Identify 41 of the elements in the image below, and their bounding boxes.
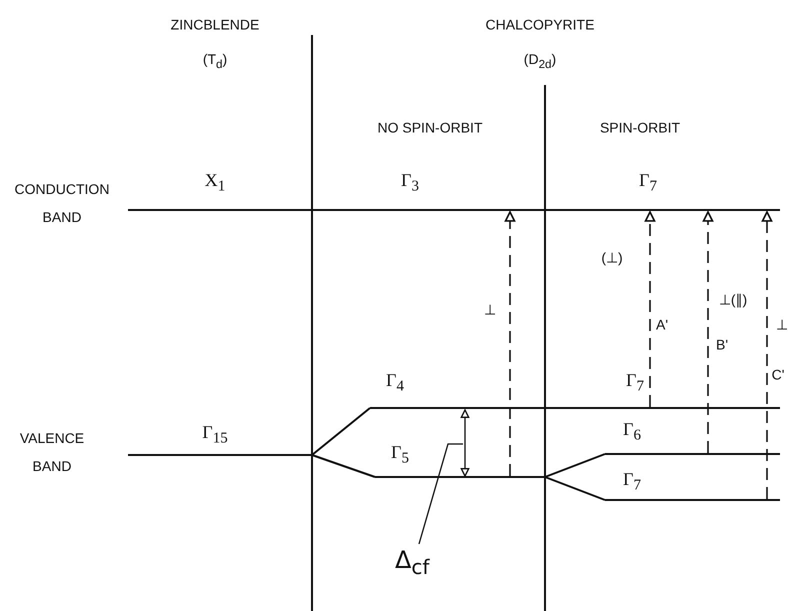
edge-label: C' [772, 367, 784, 383]
leader-line [418, 443, 463, 544]
transition-arrow [702, 211, 714, 453]
transition-arrow [504, 211, 516, 476]
symmetry-label: Γ$_{7}$ [639, 170, 657, 196]
band-splitting-line [544, 476, 606, 501]
polarization-label: ⊥ [776, 317, 788, 333]
transition-arrow [762, 211, 772, 499]
symmetry-label: Γ$_{3}$ [401, 170, 419, 196]
symmetry-label: Γ$_{4}$ [386, 370, 404, 396]
edge-label: B' [716, 337, 728, 353]
band-splitting-line [312, 454, 376, 478]
band-label: VALENCE BAND [18, 429, 86, 476]
point-group-label: (T$_{d}$) [202, 52, 228, 72]
edge-label: A' [656, 317, 668, 333]
column-heading: ZINCBLENDE [170, 17, 260, 33]
band-splitting-line [544, 453, 606, 478]
symmetry-label: Γ$_{5}$ [391, 442, 409, 468]
band-splitting-line [311, 407, 371, 456]
symmetry-label: X$_{1}$ [204, 170, 226, 196]
symmetry-label: Γ$_{7}$ [626, 370, 644, 396]
energy-level-line [128, 454, 312, 456]
symmetry-label: Γ$_{7}$ [623, 470, 641, 494]
column-heading: CHALCOPYRITE [486, 17, 594, 33]
point-group-label: (D$_{2d}$) [524, 52, 556, 72]
band-label: CONDUCTION BAND [14, 180, 110, 227]
polarization-label: ⊥(∥) [718, 292, 748, 308]
energy-level-line [370, 407, 780, 409]
edge-label: ⊥ [484, 302, 496, 318]
energy-level-line [375, 476, 545, 478]
column-heading: NO SPIN-ORBIT [378, 120, 482, 136]
energy-level-line [605, 499, 780, 501]
splitting-arrow [460, 409, 470, 477]
symmetry-label: Γ$_{15}$ [202, 422, 228, 448]
symmetry-label: Γ$_{6}$ [623, 420, 641, 444]
energy-level-line [128, 209, 780, 211]
column-heading: SPIN-ORBIT [600, 120, 680, 136]
polarization-label: (⊥) [601, 250, 623, 266]
transition-arrow [644, 211, 656, 407]
energy-level-line [605, 453, 780, 455]
symbol-label: Δ$_{cf}$ [395, 548, 445, 577]
